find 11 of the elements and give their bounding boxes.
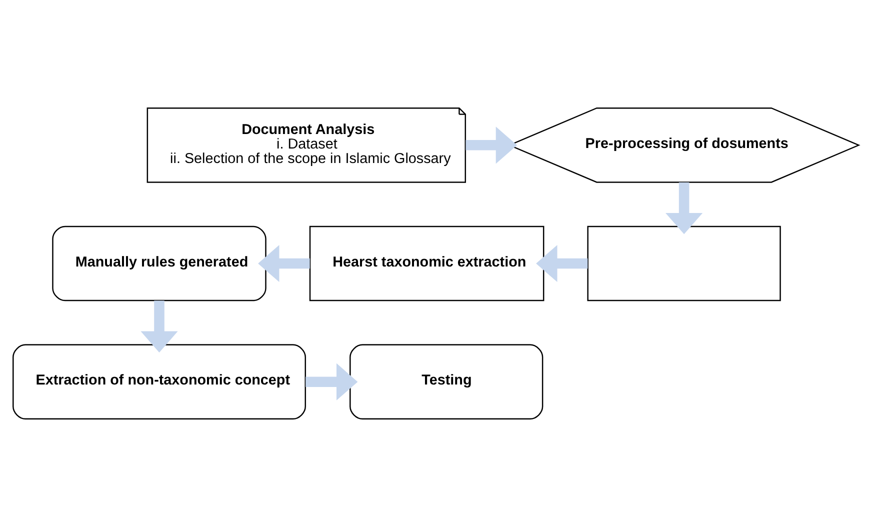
node-box: Testing (350, 344, 544, 420)
arrow (140, 300, 178, 352)
arrow (666, 182, 703, 234)
node-box (587, 226, 781, 302)
arrow (306, 363, 358, 400)
arrow (466, 126, 518, 164)
arrow (258, 244, 310, 282)
node-box: Extraction of non-taxonomic concept (12, 344, 306, 420)
node-box: Manually rules generated (52, 226, 266, 302)
node-box: Hearst taxonomic extraction (309, 226, 544, 302)
arrow (536, 244, 588, 282)
